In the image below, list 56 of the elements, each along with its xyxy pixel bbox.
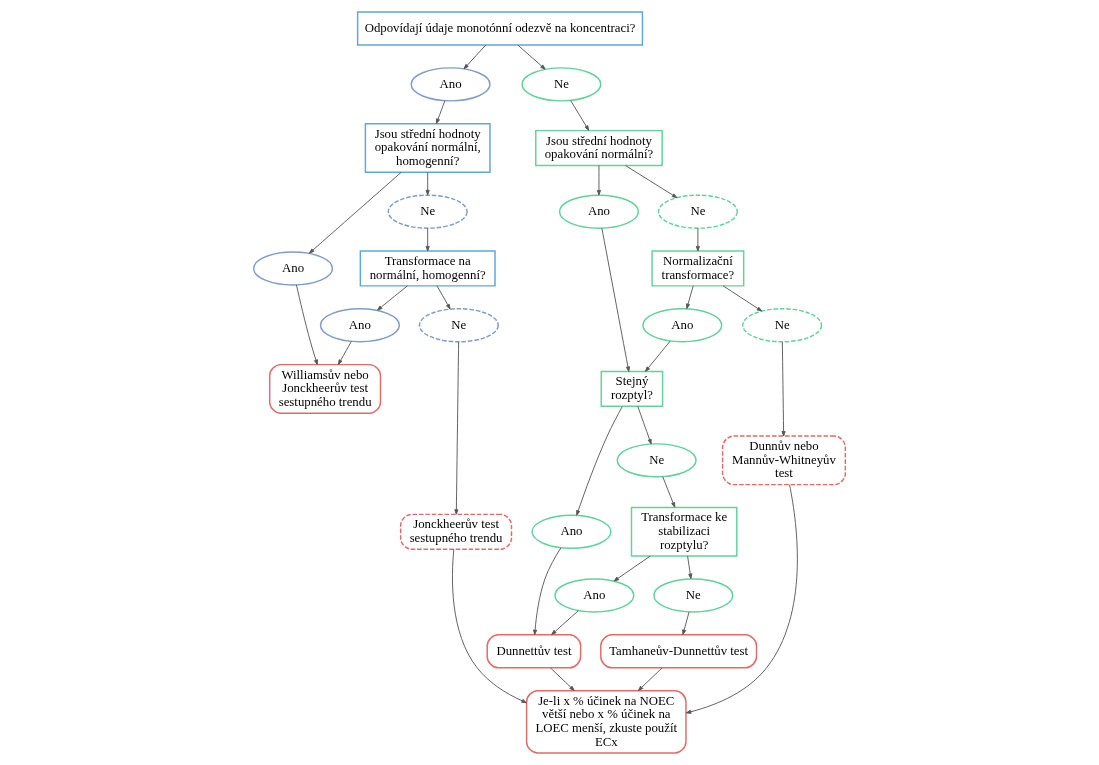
arrow — [781, 341, 786, 437]
node-ellipse: Ano — [531, 514, 612, 549]
node-box: Dunnův nebo Mannův-Whitneyův test — [721, 435, 847, 486]
arrow — [637, 405, 652, 445]
arrow — [337, 341, 352, 365]
node-ellipse: Ne — [653, 578, 734, 613]
arrow — [687, 555, 693, 580]
node-box: Odpovídají údaje monotónní odezvě na koncentraci? — [356, 11, 644, 46]
node-box: Jsou střední hodnoty opakování normální? — [535, 129, 663, 167]
arrow — [308, 171, 402, 254]
arrow — [644, 340, 671, 372]
arrow — [435, 100, 446, 125]
arrow — [625, 165, 678, 199]
node-ellipse: Ano — [410, 67, 491, 102]
arrow — [551, 610, 579, 636]
arrow — [613, 555, 651, 582]
node-box: Dunnettův test — [486, 634, 582, 669]
arrow — [436, 285, 451, 310]
node-box: Tamhaneův-Dunnettův test — [600, 634, 758, 669]
node-box: Williamsův nebo Jonckheerův test sestupného trendu — [268, 363, 382, 414]
arrow — [425, 171, 430, 196]
arrow — [576, 406, 623, 516]
arrow — [533, 547, 562, 636]
node-ellipse: Ano — [319, 308, 401, 343]
node-box: Transformace ke stabilizaci rozptylu? — [630, 506, 738, 557]
arrow — [682, 611, 690, 636]
arrow — [463, 44, 487, 70]
node-box: Jsou střední hodnoty opakování normální, homogenní? — [364, 123, 491, 174]
arrow — [637, 667, 663, 691]
arrow — [722, 285, 763, 312]
node-ellipse: Ne — [521, 67, 602, 102]
arrow — [601, 227, 630, 372]
node-ellipse: Ne — [616, 443, 697, 478]
arrow — [662, 476, 676, 508]
node-box: Normalizační transformace? — [651, 250, 745, 287]
node-ellipse: Ne — [418, 308, 499, 343]
node-ellipse: Ne — [387, 194, 468, 229]
node-box: Je-li x % účinek na NOEC větší nebo x % účinek na LOEC menší, zkuste použít ECx — [525, 689, 687, 754]
arrow — [517, 44, 546, 70]
arrow — [296, 284, 318, 365]
node-ellipse: Ano — [642, 308, 723, 343]
arrow — [686, 285, 694, 310]
arrow — [377, 285, 408, 311]
arrow — [685, 484, 798, 714]
node-box: Stejný rozptyl? — [600, 370, 664, 408]
arrow — [596, 165, 601, 196]
node-ellipse: Ano — [252, 251, 334, 286]
arrow — [549, 667, 575, 691]
arrow — [570, 100, 590, 131]
arrow — [695, 227, 700, 252]
arrow — [452, 548, 527, 704]
node-box: Jonckheerův test sestupného trendu — [399, 513, 513, 550]
arrow — [425, 227, 430, 252]
node-ellipse: Ano — [558, 194, 640, 229]
arrow — [454, 341, 460, 515]
node-box: Transformace na normální, homogenní? — [359, 250, 496, 287]
